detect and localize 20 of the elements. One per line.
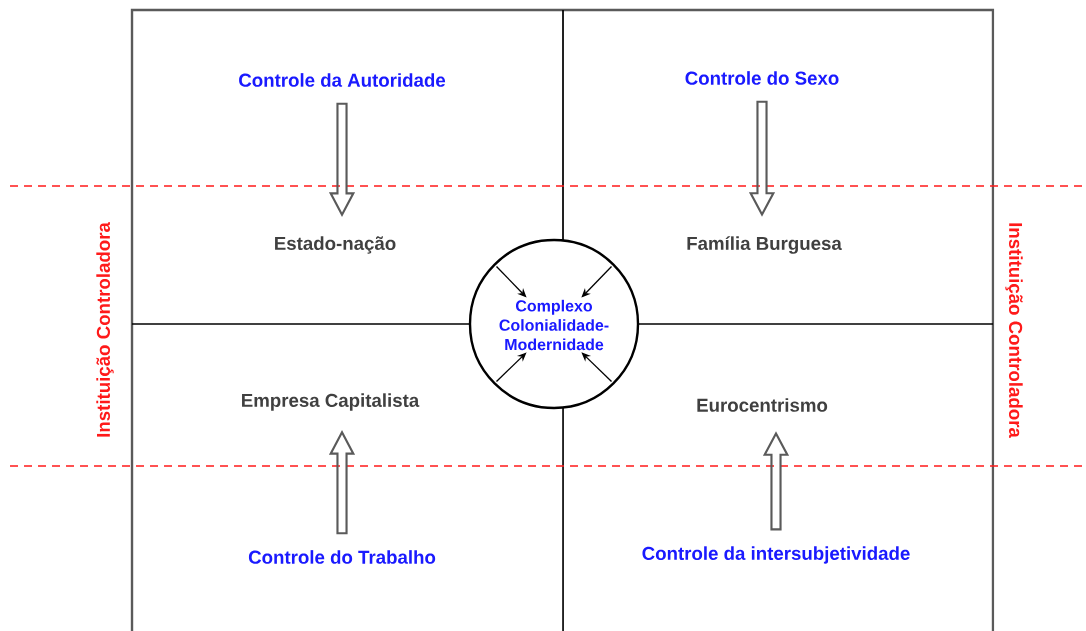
hollow-arrow bbox=[762, 431, 790, 531]
arrow bbox=[581, 265, 613, 298]
control-label: Controle da intersubjetividade bbox=[642, 546, 910, 564]
side-label: Instituição Controladora bbox=[96, 222, 114, 437]
control-label: Controle do Trabalho bbox=[248, 550, 436, 564]
hollow-arrow bbox=[748, 100, 776, 217]
arrow bbox=[495, 265, 527, 298]
control-label: Controle do Sexo bbox=[685, 71, 839, 85]
arrow bbox=[495, 352, 527, 383]
hollow-arrow bbox=[328, 430, 356, 535]
institution-label: Eurocentrismo bbox=[697, 398, 828, 412]
side-label: Instituição Controladora bbox=[1005, 223, 1023, 438]
institution-label: Família Burguesa bbox=[687, 236, 842, 254]
control-label: Controle da Autoridade bbox=[239, 73, 446, 87]
institution-label: Estado-nação bbox=[275, 236, 396, 254]
hollow-arrow bbox=[328, 102, 356, 217]
center-circle bbox=[468, 238, 640, 410]
institution-label: Empresa Capitalista bbox=[242, 393, 420, 411]
center-label: Complexo Colonialidade-Modernidade bbox=[499, 299, 609, 351]
arrow bbox=[581, 352, 613, 383]
